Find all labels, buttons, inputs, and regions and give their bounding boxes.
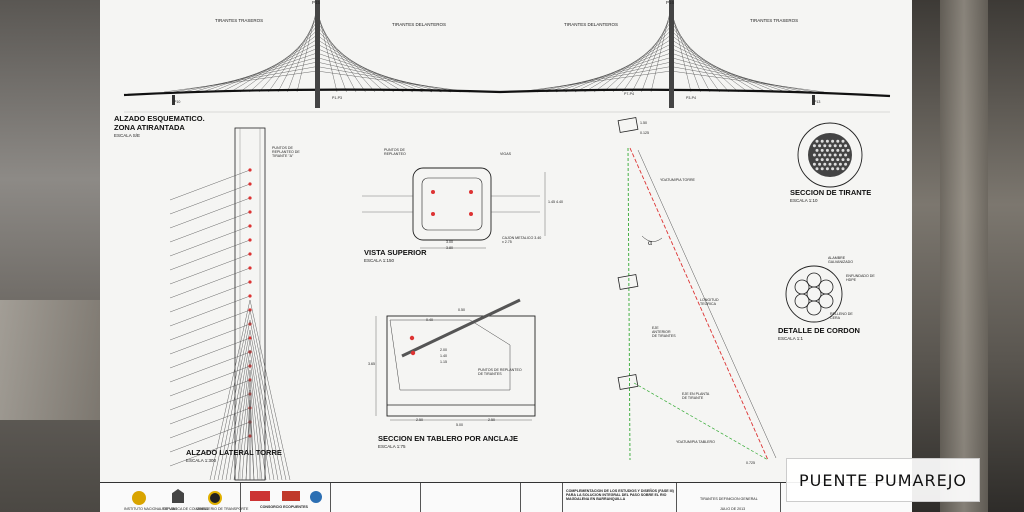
dim-vista-1: 1.45	[548, 200, 555, 204]
sheet-title-text: TIRANTES DEFINICION GENERAL	[700, 497, 758, 501]
note-cajon: CAJON METALICO 3.40 x 2.75	[502, 236, 542, 244]
dim-vista-2: 4.40	[556, 200, 563, 204]
dim-tablero-8: 5.00	[456, 423, 463, 427]
institute-text: INSTITUTO NACIONAL DE VIAS	[124, 507, 178, 511]
dim-tablero-9: 2.50	[488, 418, 495, 422]
background-right-blur	[912, 0, 1024, 512]
consorcio-logo-3	[310, 491, 322, 503]
caption-badge: PUENTE PUMAREJO	[786, 458, 980, 502]
title-seccion-tirante: SECCION DE TIRANTE	[790, 188, 872, 197]
note-y-tablero: YDATUM/PIA TABLERO	[676, 440, 715, 444]
cable-section-outer	[797, 122, 863, 188]
background-left-highlight	[0, 300, 100, 420]
ministry-text: MINISTERIO DE TRANSPORTE	[196, 507, 249, 511]
group-label-4: TIRANTES TRASEROS	[750, 18, 799, 23]
consorcio-text: CONSORCIO ECOPUENTES	[260, 505, 308, 509]
dim-tablero-4: 1.40	[440, 354, 447, 358]
pier-label-1: P10	[174, 100, 181, 104]
title-vista-superior: VISTA SUPERIOR	[364, 248, 427, 257]
consorcio-logo-1	[250, 491, 270, 501]
dim-tablero-7: 2.50	[416, 418, 423, 422]
scale-lateral: ESCALA 1:300	[186, 458, 217, 463]
dim-tablero-1: 0.50	[458, 308, 465, 312]
deck-section-outline	[386, 315, 536, 417]
dim-tablero-5: 1.15	[440, 360, 447, 364]
engineering-drawing-sheet: P15 P16 TIRANTES TRASEROS TIRANTES DELAN…	[100, 0, 912, 512]
note-eje-anterior: EJE ANTERIOR DE TIRANTES	[652, 326, 676, 338]
scale-vista: ESCALA 1:150	[364, 258, 395, 263]
note-eje-planta: EJE EN PLANTA DE TIRANTE	[682, 392, 710, 400]
tower-right	[669, 0, 674, 108]
note-enfundado: ENFUNDADO DE HDPE	[846, 274, 875, 282]
title-alzado-lateral: ALZADO LATERAL TORRE	[186, 448, 282, 457]
pier-label-3: P1-P3	[332, 96, 342, 100]
note-relleno: RELLENO DE CERA	[830, 312, 853, 320]
tower-label-left: P15	[312, 0, 321, 5]
stay-theoretical-line	[629, 147, 769, 461]
note-puntos-replanteo: PUNTOS DE REPLANTEO	[384, 148, 406, 156]
tower-label-right: P16	[666, 0, 675, 5]
pier-left	[172, 95, 175, 105]
tower-lateral-stays	[169, 168, 291, 481]
consorcio-logo-2	[282, 491, 300, 501]
dim-vista-3: 3.00	[446, 240, 453, 244]
scale-se: ESCALA S/E	[114, 133, 141, 138]
dim-tablero-2: 0.40	[426, 318, 433, 322]
date-text: JULIO DE 2013	[720, 507, 746, 511]
title-seccion-tablero: SECCION EN TABLERO POR ANCLAJE	[378, 434, 519, 443]
pier-right	[812, 95, 815, 105]
background-left-blur	[0, 0, 100, 512]
group-label-3: TIRANTES DELANTEROS	[564, 22, 619, 27]
group-label-2: TIRANTES DELANTEROS	[392, 22, 447, 27]
note-y-torre: YDATUM/PIA TORRE	[660, 178, 695, 182]
dim-tablero-3: 2.00	[440, 348, 447, 352]
pier-label-4: P7-P4	[624, 92, 634, 96]
invias-logo	[132, 491, 146, 505]
title-detalle-cordon: DETALLE DE CORDON	[778, 326, 860, 335]
stay-cables-right	[517, 7, 825, 93]
stay-axis-vertical	[627, 147, 631, 461]
note-puntos-replanteo-a: PUNTOS DE REPLANTEO DE TIRANTE "A"	[272, 146, 300, 158]
dim-tablero-6: 3.65	[368, 362, 375, 366]
tower-left	[315, 0, 320, 108]
drawing-lines	[123, 0, 891, 481]
scale-cordon: ESCALA 1:1	[778, 336, 804, 341]
note-vigas: VIGAS	[500, 152, 511, 156]
group-label-1: TIRANTES TRASEROS	[215, 18, 264, 23]
republic-text: REPUBLICA DE COLOMBIA	[162, 507, 209, 511]
note-longitud: LONGITUD TEORICA	[700, 298, 719, 306]
strand-detail-outer	[785, 265, 843, 323]
plan-box-outer	[412, 167, 492, 241]
dim-150: 1.50	[640, 121, 647, 125]
scale-tirante: ESCALA 1:10	[790, 198, 818, 203]
scale-tablero: ESCALA 1:75	[378, 444, 406, 449]
note-puntos-replanteo-tirantes: PUNTOS DE REPLANTEO DE TIRANTES	[478, 368, 522, 376]
project-text: COMPLEMENTACION DE LOS ESTUDIOS Y DISEÑO…	[566, 489, 674, 501]
title-zona-atirantada: ZONA ATIRANTADA	[114, 123, 185, 132]
pier-label-5: P3-P4	[686, 96, 696, 100]
pier-label-2: P13	[814, 100, 821, 104]
ministry-logo	[208, 491, 222, 505]
stay-anchor-pipe	[401, 298, 521, 358]
caption-text: PUENTE PUMAREJO	[798, 470, 968, 490]
background-right-post	[940, 0, 988, 512]
stay-cables-left	[163, 7, 471, 93]
deck-profile	[123, 88, 891, 98]
title-block: INSTITUTO NACIONAL DE VIAS REPUBLICA DE …	[100, 482, 912, 512]
dim-vista-4: 3.80	[446, 246, 453, 250]
angle-alpha: α	[648, 240, 653, 247]
dim-0125: 0.125	[640, 131, 649, 135]
colombia-seal	[172, 489, 184, 503]
dim-0725: 0.725	[746, 461, 755, 465]
title-alzado-esquematico: ALZADO ESQUEMATICO.	[114, 114, 205, 123]
note-alambre: ALAMBRE GALVANIZADO	[828, 256, 854, 264]
